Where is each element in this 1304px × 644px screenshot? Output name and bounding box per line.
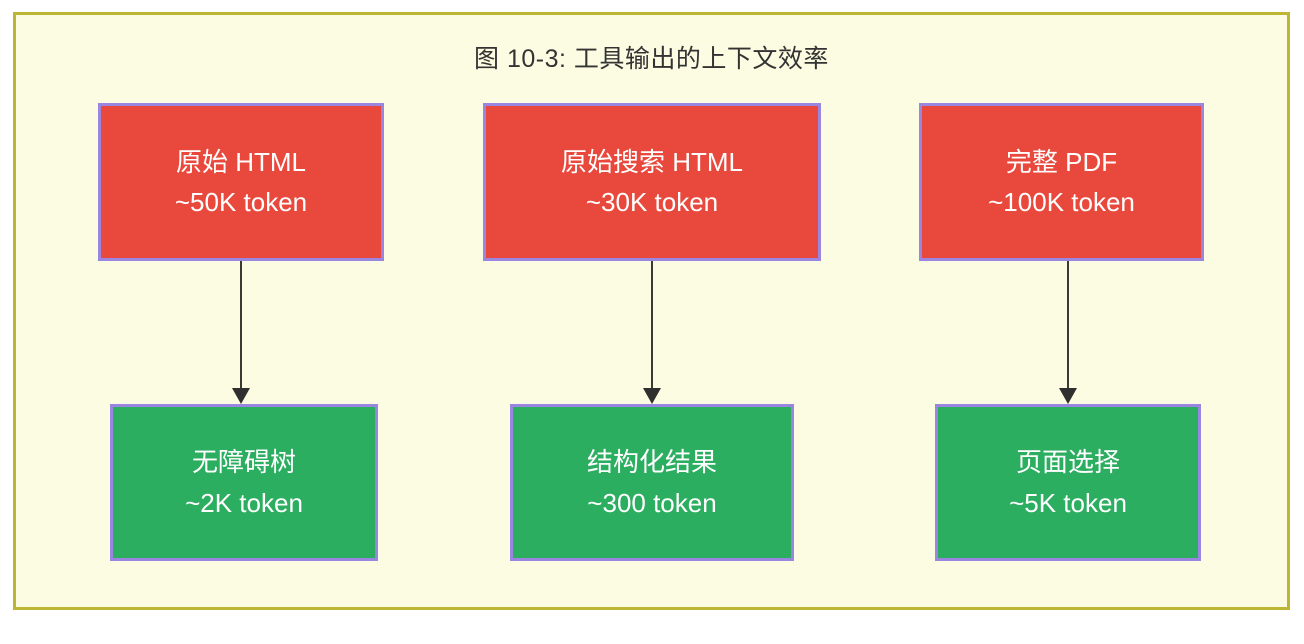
- arrow-down-icon-2: [642, 261, 662, 404]
- arrow-head: [643, 388, 661, 404]
- node-token-count: ~100K token: [988, 187, 1135, 217]
- node-token-count: ~30K token: [585, 187, 719, 217]
- node-result-page-selection: 页面选择 ~5K token: [935, 404, 1201, 561]
- arrow-down-icon-1: [231, 261, 251, 404]
- node-label: 完整 PDF: [1005, 146, 1118, 177]
- arrow-head: [232, 388, 250, 404]
- figure-title: 图 10-3: 工具输出的上下文效率: [474, 45, 829, 73]
- node-result-accessibility-tree: 无障碍树 ~2K token: [110, 404, 378, 561]
- node-label: 结构化结果: [586, 447, 717, 478]
- node-source-full-pdf: 完整 PDF ~100K token: [919, 103, 1204, 261]
- arrow-down-icon-3: [1058, 261, 1078, 404]
- arrow-shaft: [240, 261, 242, 388]
- node-token-count: ~2K token: [185, 487, 303, 518]
- node-source-raw-html: 原始 HTML ~50K token: [98, 103, 384, 261]
- node-label: 页面选择: [1015, 447, 1120, 478]
- node-label: 原始搜索 HTML: [560, 146, 743, 177]
- arrow-shaft: [651, 261, 653, 388]
- node-result-structured-result: 结构化结果 ~300 token: [510, 404, 794, 561]
- node-token-count: ~50K token: [174, 187, 308, 217]
- arrow-head: [1059, 388, 1077, 404]
- figure-frame: 图 10-3: 工具输出的上下文效率 原始 HTML ~50K token 原始…: [13, 12, 1290, 610]
- node-label: 原始 HTML: [175, 146, 306, 177]
- node-label: 无障碍树: [191, 447, 296, 478]
- node-token-count: ~300 token: [587, 487, 717, 518]
- node-source-raw-search-html: 原始搜索 HTML ~30K token: [483, 103, 821, 261]
- node-token-count: ~5K token: [1009, 487, 1127, 518]
- arrow-shaft: [1067, 261, 1069, 388]
